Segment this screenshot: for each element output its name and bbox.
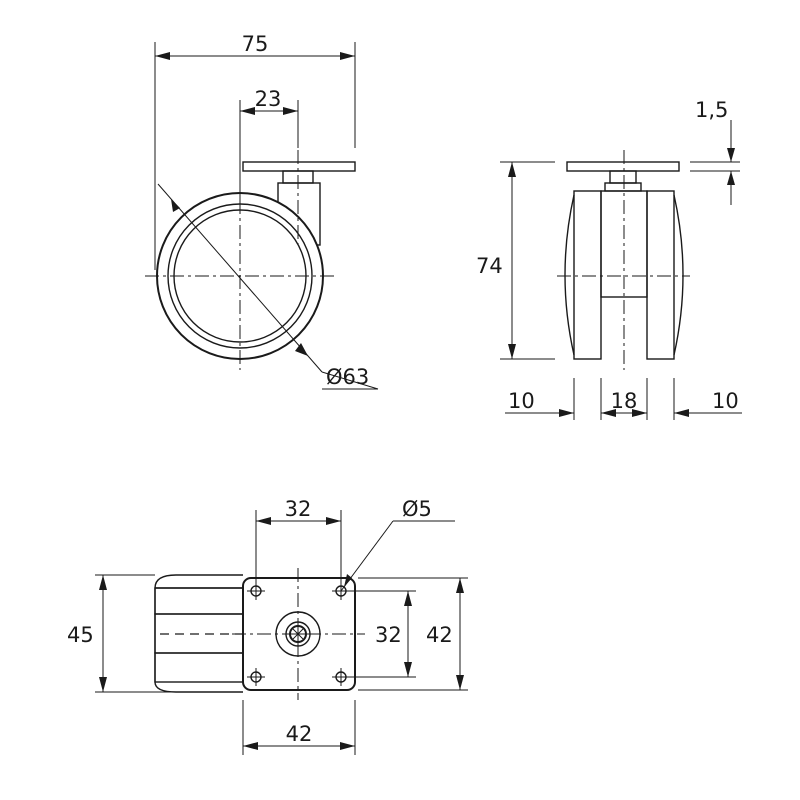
right-wheel-width-label: 10: [712, 389, 739, 413]
center-block: [600, 190, 648, 298]
overall-depth-label: 45: [67, 623, 94, 647]
front-plate: [566, 161, 680, 172]
hole-spacing-y-label: 32: [375, 623, 402, 647]
overall-width-label: 75: [242, 32, 269, 56]
plate-length-label: 42: [286, 722, 313, 746]
front-swivel-base: [604, 182, 642, 192]
mounting-plate: [242, 161, 356, 172]
hole-spacing-x-label: 32: [285, 497, 312, 521]
plate-width-label: 42: [426, 623, 453, 647]
left-wheel: [573, 190, 602, 360]
hole-diameter-label: Ø5: [402, 497, 432, 521]
side-view: 75 23 Ø63: [145, 32, 379, 390]
wheel-band-3: [154, 652, 244, 683]
plate-thickness-label: 1,5: [695, 98, 728, 122]
front-view: 1,5 74 10 18 10: [476, 98, 742, 420]
wheel-band-1: [154, 587, 244, 615]
front-swivel-head: [609, 170, 637, 184]
offset-label: 23: [255, 87, 282, 111]
right-wheel: [646, 190, 675, 360]
height-label: 74: [476, 254, 503, 278]
left-wheel-width-label: 10: [508, 389, 535, 413]
wheel-diameter-label: Ø63: [326, 365, 369, 389]
center-width-label: 18: [611, 389, 638, 413]
top-view: 32 Ø5 45 32 42 42: [67, 497, 468, 755]
